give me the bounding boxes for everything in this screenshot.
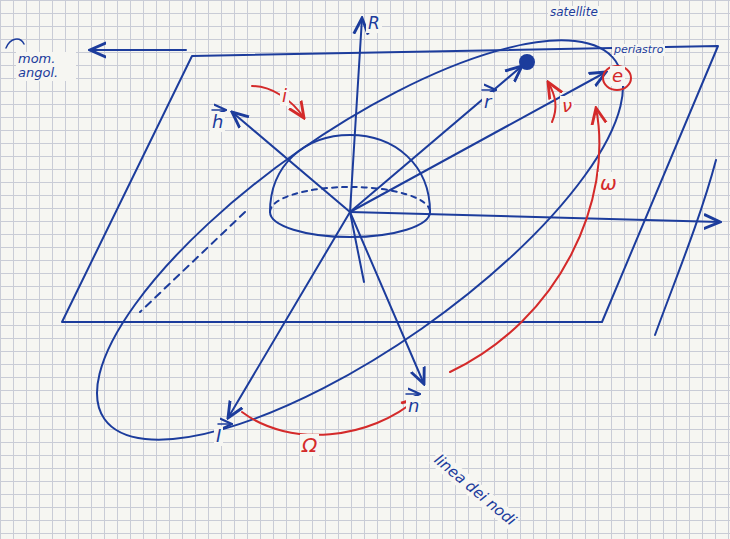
periastro-label: periastro [612,44,665,56]
orbit-ellipse [42,0,677,507]
vector-mark [212,109,226,111]
vector-label: e [610,66,625,86]
angle-label: ν [560,96,574,116]
angle-label: ω [598,172,619,194]
plane-edge [655,160,716,335]
rotation-mark [6,39,24,48]
angle-label: Ω [300,434,319,456]
axis-segment [350,212,364,282]
vector-e [350,72,606,212]
node-arc [242,398,418,435]
vector-mark [482,89,496,91]
note-label: mom. angol. [16,52,76,81]
true-anomaly-arc [548,82,555,122]
vector-h [232,112,350,212]
axis-i [228,212,350,418]
satellite-label: satellite [548,6,600,19]
axis-r [350,18,362,212]
axis-label: I [214,426,223,446]
node-line-label: linea dei nodi [429,450,520,530]
vector-mark [406,393,420,395]
node-line [350,212,424,384]
reference-plane [62,46,718,322]
vector-r [350,66,522,212]
vector-label: n [406,396,421,416]
angle-label: i [280,86,289,106]
plane-arrow [90,49,186,51]
satellite-dot [519,54,535,70]
vector-mark [218,423,232,425]
axis-j [350,212,720,222]
axis-label: R [366,14,382,33]
inclination-arc [252,86,304,118]
perigee-arc [450,108,599,372]
dashed-line [140,212,245,312]
e-circle [603,66,631,90]
vector-label: h [210,112,225,132]
vector-label: r [482,92,493,112]
